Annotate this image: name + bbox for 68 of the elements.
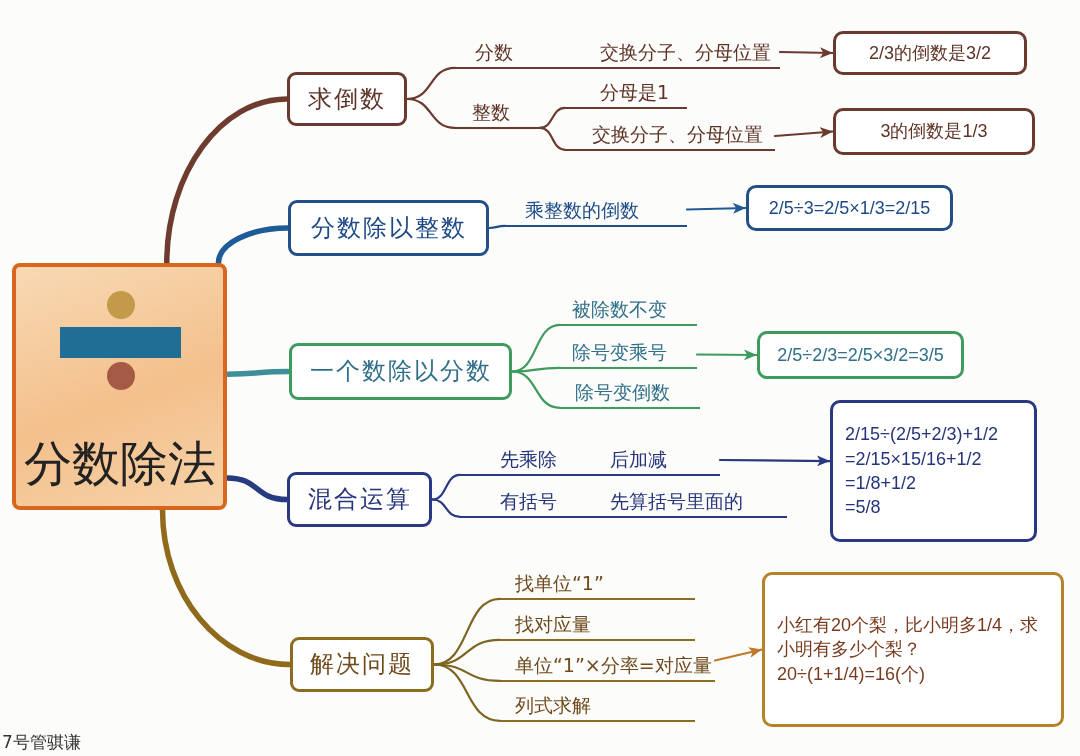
branch-text: 分数 <box>475 41 513 64</box>
branch-text: 除号变倒数 <box>575 381 670 404</box>
branch-line <box>500 693 695 722</box>
branch-line <box>430 498 462 518</box>
branch-line <box>432 663 502 682</box>
branch-text: 整数 <box>472 101 510 124</box>
branch-line <box>432 663 502 722</box>
branch-text: 交换分子、分母位置 <box>600 41 771 64</box>
example-box <box>746 185 953 231</box>
topic-text: 一个数除以分数 <box>309 357 492 386</box>
example-text: =5/8 <box>845 496 881 520</box>
topic-box <box>287 72 407 126</box>
example-text: 2/15÷(2/5+2/3)+1/2 <box>845 423 998 447</box>
branch-line <box>560 340 697 369</box>
topic-text: 求倒数 <box>308 84 386 114</box>
branch-text: 分母是1 <box>600 81 670 104</box>
branch-text: 找单位“1” <box>515 572 604 595</box>
branch-text: 交换分子、分母位置 <box>592 123 763 146</box>
example-text: 2/3的倒数是3/2 <box>868 41 991 65</box>
example-text: 3的倒数是1/3 <box>880 120 988 144</box>
arrow <box>773 127 835 138</box>
topic-box <box>290 637 434 692</box>
arrow <box>718 455 832 467</box>
branch-line <box>500 612 695 641</box>
example-text: 2/5÷2/3=2/5×3/2=3/5 <box>777 343 944 367</box>
branch-line <box>560 380 700 409</box>
branch-line <box>538 106 567 129</box>
example-text: =1/8+1/2 <box>845 472 917 495</box>
topic-box <box>288 200 489 256</box>
topic-box <box>289 343 512 400</box>
topic-text: 解决问题 <box>310 650 414 679</box>
arrow <box>685 202 748 214</box>
branch-text: 先乘除 <box>500 448 557 471</box>
branch-text: 找对应量 <box>515 613 591 636</box>
example-text: 小红有20个梨，比小明多1/4，求小明有多少个梨？ <box>777 614 1040 662</box>
arrow <box>713 647 764 662</box>
example-text: 20÷(1+1/4)=16(个) <box>777 662 925 686</box>
topic-text: 分数除以整数 <box>310 213 467 243</box>
branch-text: 除号变乘号 <box>572 341 667 364</box>
example-text: =2/15×15/16+1/2 <box>845 447 982 471</box>
topic-box <box>287 472 432 527</box>
example-box <box>833 108 1035 155</box>
branch-line <box>487 224 507 230</box>
example-box <box>762 572 1064 727</box>
branch-line <box>538 126 567 151</box>
branch-line <box>560 297 697 326</box>
branch-line <box>510 366 562 373</box>
branch-text: 列式求解 <box>515 694 591 717</box>
central-topic-box <box>12 263 227 510</box>
example-box <box>833 31 1027 75</box>
branch-text: 先算括号里面的 <box>610 490 743 513</box>
branch-line <box>455 100 540 129</box>
branch-line <box>510 370 562 409</box>
topic-text: 混合运算 <box>307 485 412 514</box>
arrow <box>778 47 835 59</box>
example-box <box>830 400 1037 542</box>
branch-line <box>405 97 457 129</box>
branch-text: 被除数不变 <box>572 298 667 321</box>
branch-line <box>500 571 695 600</box>
central-topic-text: 分数除法 <box>23 435 216 493</box>
branch-text: 乘整数的倒数 <box>525 199 639 222</box>
name-note: 7号管骐谦 <box>2 732 81 753</box>
arrow <box>695 349 759 361</box>
branch-text: 有括号 <box>500 490 557 513</box>
branch-text: 单位“1”×分率=对应量 <box>515 654 712 677</box>
example-box <box>757 331 964 379</box>
branch-text: 后加减 <box>610 448 667 471</box>
example-text: 2/5÷3=2/5×1/3=2/15 <box>768 196 931 220</box>
